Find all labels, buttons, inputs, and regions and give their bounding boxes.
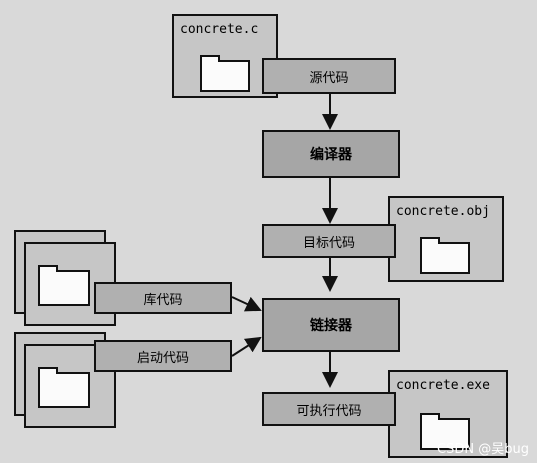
source-file-name: concrete.c: [180, 22, 259, 37]
linker-box: 链接器: [262, 298, 400, 352]
compiler-box: 编译器: [262, 130, 400, 178]
arrow-library-to-linker: [231, 296, 262, 312]
watermark: CSDN @吴bug: [437, 442, 529, 457]
folder-icon: [420, 237, 470, 274]
executable-file-name: concrete.exe: [396, 378, 490, 393]
startup-code-label: 启动代码: [94, 340, 232, 372]
arrow-startup-to-linker: [231, 336, 262, 357]
folder-icon: [200, 55, 250, 92]
folder-icon: [420, 413, 470, 450]
object-file-name: concrete.obj: [396, 204, 490, 219]
folder-icon: [38, 265, 90, 306]
source-file-doc: concrete.c: [172, 14, 278, 98]
startup-doc: [24, 344, 116, 428]
object-file-doc: concrete.obj: [388, 196, 504, 282]
executable-code-label: 可执行代码: [262, 392, 396, 426]
library-code-label: 库代码: [94, 282, 232, 314]
source-code-label: 源代码: [262, 58, 396, 94]
object-code-label: 目标代码: [262, 224, 396, 258]
folder-icon: [38, 367, 90, 408]
